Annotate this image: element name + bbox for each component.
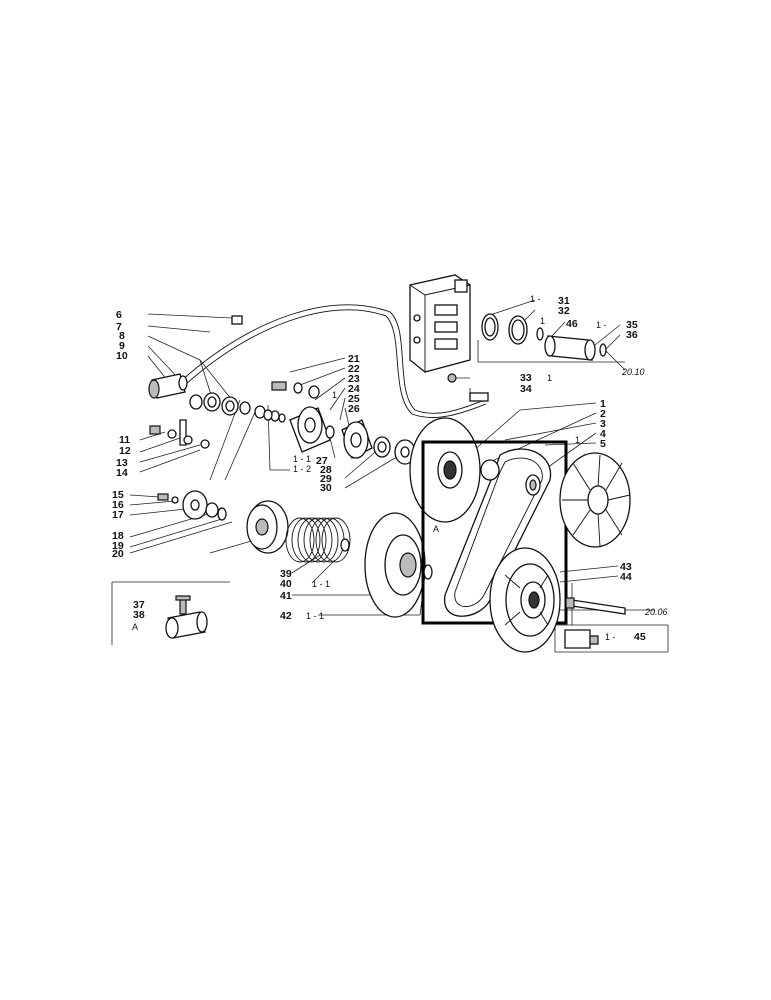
mark-one-33: 1 [547, 373, 552, 383]
label-44: 44 [620, 571, 632, 583]
label-11: 11 [119, 434, 130, 446]
label-8: 8 [119, 330, 125, 342]
label-33: 33 [520, 372, 532, 384]
control-cable [181, 304, 486, 414]
label-15: 15 [112, 489, 124, 501]
pulley-43-44 [489, 547, 561, 653]
label-23: 23 [348, 373, 360, 385]
label-18: 18 [112, 530, 124, 542]
ref-20-10: 20.10 [621, 367, 645, 377]
label-4: 4 [600, 428, 606, 440]
spring-39-40 [285, 517, 351, 563]
label-28: 28 [320, 464, 332, 476]
variator-disc-41-42 [364, 512, 433, 618]
bolt-8-10 [148, 373, 280, 422]
label-22: 22 [348, 363, 360, 375]
label-32: 32 [558, 305, 570, 317]
label-16: 16 [112, 499, 124, 511]
label-45: 45 [634, 631, 646, 643]
label-27: 27 [316, 455, 328, 467]
mark-one-21: 1 [332, 390, 337, 400]
hub-21-26 [271, 381, 416, 465]
label-21: 21 [348, 353, 360, 365]
label-39: 39 [280, 568, 292, 580]
label-31: 31 [558, 295, 570, 307]
mark-one-46: 1 [540, 316, 545, 326]
label-2: 2 [600, 408, 606, 420]
label-34: 34 [520, 383, 532, 395]
control-cable-inner [185, 309, 487, 418]
label-38: 38 [133, 609, 145, 621]
fitting-33-34 [447, 373, 489, 402]
label-7: 7 [116, 321, 122, 333]
label-24: 24 [348, 383, 360, 395]
label-14: 14 [116, 467, 128, 479]
label-19: 19 [112, 540, 124, 552]
fan-wheel [559, 452, 631, 548]
label-12: 12 [119, 445, 131, 457]
label-46: 46 [566, 318, 578, 330]
label-9: 9 [119, 340, 125, 352]
label-41: 41 [280, 590, 292, 602]
mark-one-35: 1 - [596, 320, 607, 330]
label-10: 10 [116, 350, 128, 362]
label-35: 35 [626, 319, 638, 331]
washers-misc [263, 409, 273, 421]
mark-one-27: 1 - 1 [293, 454, 311, 464]
label-17: 17 [112, 509, 124, 521]
mark-one-27b: 1 - 2 [293, 464, 311, 474]
label-26: 26 [348, 403, 360, 415]
mark-a-disc: A [433, 524, 439, 534]
label-25: 25 [348, 393, 360, 405]
label-36: 36 [626, 329, 638, 341]
mark-a-box: A [132, 622, 138, 632]
label-1: 1 [600, 398, 606, 410]
mark-one-5: 1 [575, 435, 580, 445]
label-29: 29 [320, 473, 332, 485]
label-40: 40 [280, 578, 292, 590]
variator-disc-a [409, 417, 481, 523]
label-43: 43 [620, 561, 632, 573]
cable-end-clip [231, 315, 243, 325]
label-6: 6 [116, 309, 122, 321]
label-37: 37 [133, 599, 145, 611]
pin-37-38 [165, 595, 208, 639]
label-20: 20 [112, 548, 124, 560]
label-13: 13 [116, 457, 128, 469]
parts-15-20 [157, 490, 227, 521]
mark-one-31: 1 - [530, 294, 541, 304]
label-3: 3 [600, 418, 606, 430]
label-5: 5 [600, 438, 606, 450]
mark-one-45: 1 - [605, 632, 616, 642]
pulley-left [246, 500, 289, 554]
part-labels: 6 7 8 9 10 11 12 13 14 15 16 17 18 19 20… [112, 295, 646, 643]
bracket-45 [564, 629, 599, 649]
shaft-20-06 [565, 597, 626, 615]
label-30: 30 [320, 482, 332, 494]
label-42: 42 [280, 610, 292, 622]
page-references: 20.10 20.06 [621, 367, 668, 617]
parts-31-36 [481, 313, 607, 361]
small-marks: 1 - 1 1 - 1 1 1 - 1 1 - 2 1 - 1 1 - 1 1 … [132, 294, 616, 642]
screws-11-14 [149, 419, 210, 449]
mark-one-42: 1 - 1 [306, 611, 324, 621]
valve-block [409, 274, 471, 373]
mark-one-39: 1 - 1 [312, 579, 330, 589]
ref-20-06: 20.06 [644, 607, 668, 617]
